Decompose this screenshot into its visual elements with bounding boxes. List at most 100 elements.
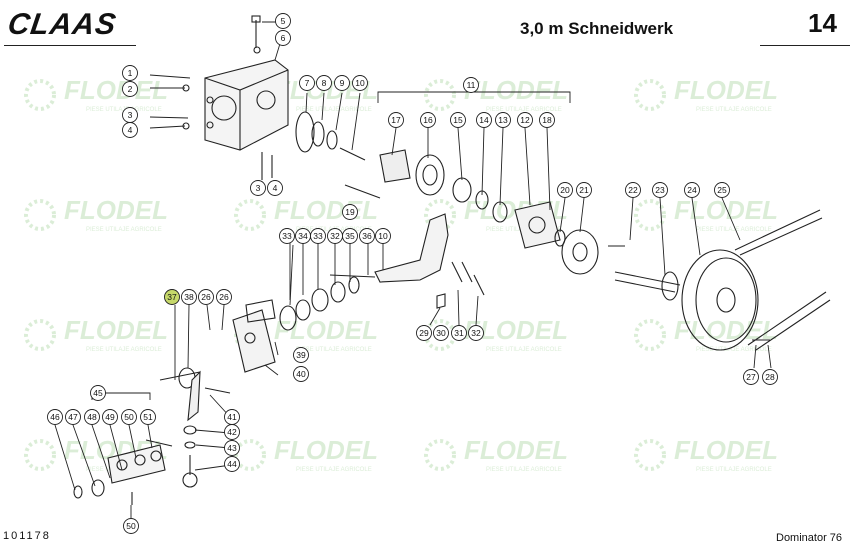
watermark-emblem bbox=[234, 439, 266, 471]
callout-label: 3 bbox=[128, 110, 133, 120]
callout-label: 6 bbox=[281, 33, 286, 43]
callout-label: 28 bbox=[765, 372, 775, 382]
callout-circle bbox=[102, 409, 118, 425]
callout-label: 33 bbox=[313, 231, 323, 241]
callout-25: 25 bbox=[714, 182, 730, 198]
callout-40: 40 bbox=[293, 366, 309, 382]
callout-33: 33 bbox=[279, 228, 295, 244]
watermark-tagline: PIESE UTILAJE AGRICOLE bbox=[696, 347, 772, 353]
callout-circle bbox=[684, 182, 700, 198]
callout-circle bbox=[293, 347, 309, 363]
watermark-brand: FLODEL bbox=[674, 195, 778, 225]
callout-label: 43 bbox=[227, 443, 237, 453]
callout-13: 13 bbox=[495, 112, 511, 128]
callout-label: 25 bbox=[717, 185, 727, 195]
callout-circle bbox=[90, 385, 106, 401]
callout-16: 16 bbox=[420, 112, 436, 128]
callout-3: 3 bbox=[122, 107, 138, 123]
callout-50: 50 bbox=[121, 409, 137, 425]
callout-circle bbox=[275, 13, 291, 29]
watermark-tagline: PIESE UTILAJE AGRICOLE bbox=[86, 227, 162, 233]
callout-38: 38 bbox=[181, 289, 197, 305]
callout-circle bbox=[198, 289, 214, 305]
callout-circle bbox=[352, 75, 368, 91]
callout-label: 36 bbox=[362, 231, 372, 241]
callout-label: 1 bbox=[128, 68, 133, 78]
watermark-brand: FLODEL bbox=[274, 435, 378, 465]
callout-30: 30 bbox=[433, 325, 449, 341]
callout-label: 32 bbox=[330, 231, 340, 241]
callout-8: 8 bbox=[316, 75, 332, 91]
callout-label: 10 bbox=[378, 231, 388, 241]
callout-label: 47 bbox=[68, 412, 78, 422]
callout-label: 46 bbox=[50, 412, 60, 422]
callout-36: 36 bbox=[359, 228, 375, 244]
callout-label: 32 bbox=[471, 328, 481, 338]
callout-label: 26 bbox=[201, 292, 211, 302]
callout-circle bbox=[310, 228, 326, 244]
callout-22: 22 bbox=[625, 182, 641, 198]
callout-circle bbox=[359, 228, 375, 244]
callout-26: 26 bbox=[216, 289, 232, 305]
callout-circle bbox=[476, 112, 492, 128]
callout-label: 12 bbox=[520, 115, 530, 125]
callout-circle bbox=[84, 409, 100, 425]
watermark-tagline: PIESE UTILAJE AGRICOLE bbox=[86, 347, 162, 353]
callout-19: 19 bbox=[342, 204, 358, 220]
callout-29: 29 bbox=[416, 325, 432, 341]
callout-label: 26 bbox=[219, 292, 229, 302]
machine-model: Dominator 76 bbox=[776, 532, 843, 544]
watermark: FLODEL PIESE UTILAJE AGRICOLE bbox=[24, 315, 168, 353]
callout-label: 37 bbox=[167, 292, 177, 302]
callout-circle bbox=[250, 180, 266, 196]
callout-4: 4 bbox=[122, 122, 138, 138]
callout-label: 38 bbox=[184, 292, 194, 302]
watermark-emblem bbox=[24, 199, 56, 231]
callout-6: 6 bbox=[275, 30, 291, 46]
callout-circle bbox=[122, 122, 138, 138]
watermark-brand: FLODEL bbox=[274, 195, 378, 225]
callout-label: 2 bbox=[128, 84, 133, 94]
callout-circle bbox=[267, 180, 283, 196]
callout-10: 10 bbox=[352, 75, 368, 91]
watermark-tagline: PIESE UTILAJE AGRICOLE bbox=[696, 227, 772, 233]
callout-circle bbox=[140, 409, 156, 425]
callout-14: 14 bbox=[476, 112, 492, 128]
callout-circle bbox=[123, 518, 139, 534]
callout-7: 7 bbox=[299, 75, 315, 91]
parts-artwork bbox=[73, 15, 831, 505]
callout-1: 1 bbox=[122, 65, 138, 81]
watermark-tagline: PIESE UTILAJE AGRICOLE bbox=[296, 107, 372, 113]
callout-circle bbox=[517, 112, 533, 128]
watermark-emblem bbox=[634, 199, 666, 231]
callout-44: 44 bbox=[224, 456, 240, 472]
callout-circle bbox=[279, 228, 295, 244]
callout-23: 23 bbox=[652, 182, 668, 198]
watermark-brand: FLODEL bbox=[64, 315, 168, 345]
callout-label: 44 bbox=[227, 459, 237, 469]
callout-34: 34 bbox=[295, 228, 311, 244]
callout-46: 46 bbox=[47, 409, 63, 425]
callout-label: 3 bbox=[256, 183, 261, 193]
callout-circle bbox=[420, 112, 436, 128]
callout-39: 39 bbox=[293, 347, 309, 363]
watermark-brand: FLODEL bbox=[64, 75, 168, 105]
callout-label: 45 bbox=[93, 388, 103, 398]
callout-label: 49 bbox=[105, 412, 115, 422]
callout-label: 24 bbox=[687, 185, 697, 195]
callout-label: 30 bbox=[436, 328, 446, 338]
document-number: 101178 bbox=[3, 530, 51, 542]
watermark-tagline: PIESE UTILAJE AGRICOLE bbox=[296, 347, 372, 353]
callout-32: 32 bbox=[327, 228, 343, 244]
callout-31: 31 bbox=[451, 325, 467, 341]
callout-circle bbox=[224, 456, 240, 472]
callout-label: 5 bbox=[281, 16, 286, 26]
callout-label: 40 bbox=[296, 369, 306, 379]
callout-27: 27 bbox=[743, 369, 759, 385]
watermark-tagline: PIESE UTILAJE AGRICOLE bbox=[486, 347, 562, 353]
